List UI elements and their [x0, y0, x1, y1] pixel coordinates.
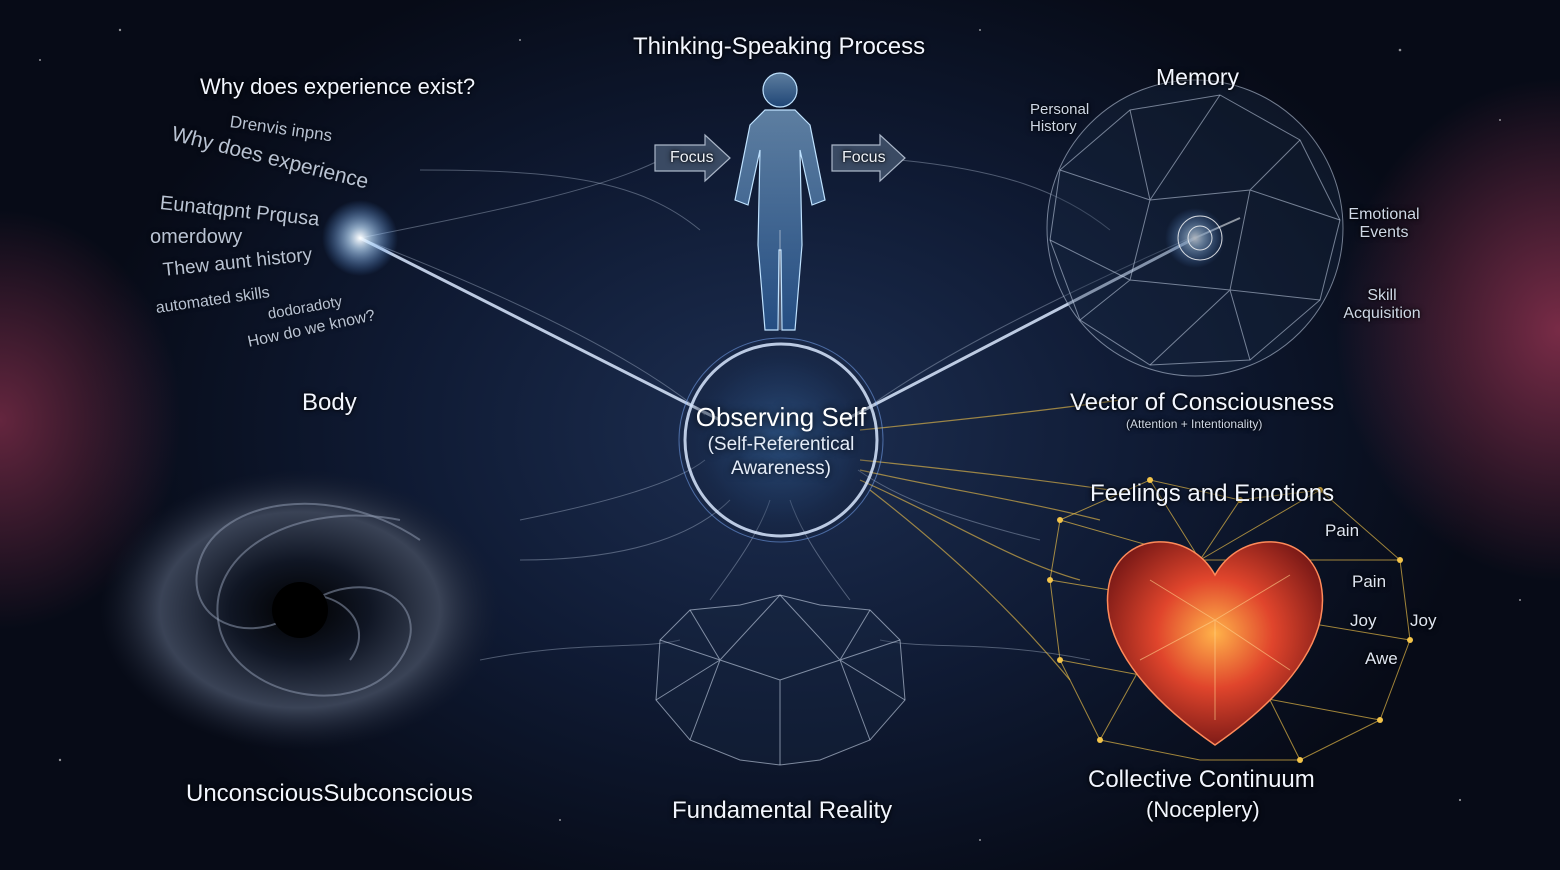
memory-label: Memory [1156, 64, 1240, 90]
personal-history-label: Personal History [1030, 101, 1090, 135]
skill-acquisition-label: Skill Acquisition [1343, 287, 1421, 322]
fundamental-reality-mesh [655, 594, 906, 766]
focus-right-label: Focus [842, 149, 886, 166]
unconscious-swirl [100, 470, 500, 750]
feelings-label: Feelings and Emotions [1090, 480, 1335, 507]
pain-label-1: Pain [1325, 521, 1360, 540]
observing-self-label: Observing Self [695, 402, 867, 432]
gold-fibers [859, 399, 1121, 681]
pain-label-2: Pain [1352, 572, 1387, 591]
human-figure [734, 72, 826, 331]
self-referential-label: (Self-Referentical Awareness) [707, 434, 855, 479]
body-label: Body [302, 389, 357, 416]
thinking-speaking-label: Thinking-Speaking Process [633, 33, 926, 60]
memory-sphere [1046, 79, 1344, 377]
light-beams [322, 200, 1241, 422]
unconscious-label: UnconsciousSubconscious [186, 780, 473, 807]
collective-sub-label: (Noceplery) [1146, 797, 1260, 822]
joy-label-2: Joy [1410, 611, 1437, 630]
joy-label-1: Joy [1350, 611, 1377, 630]
emotional-events-label: Emotional Events [1348, 206, 1420, 241]
collective-continuum-label: Collective Continuum [1088, 766, 1315, 793]
question-label: Why does experience exist? [200, 74, 476, 99]
feelings-network [1047, 477, 1413, 763]
awe-label: Awe [1365, 649, 1398, 668]
text-cloud-item: omerdowy [150, 226, 243, 248]
observing-self-block: Observing Self (Self-Referentical Awaren… [681, 402, 881, 481]
fundamental-reality-label: Fundamental Reality [672, 797, 893, 824]
observing-self-orb [678, 337, 884, 543]
focus-arrows [654, 133, 906, 183]
vector-label: Vector of Consciousness [1070, 389, 1335, 416]
stars [39, 28, 1521, 841]
focus-left-label: Focus [670, 149, 714, 166]
vector-sub-label: (Attention + Intentionality) [1126, 417, 1263, 431]
